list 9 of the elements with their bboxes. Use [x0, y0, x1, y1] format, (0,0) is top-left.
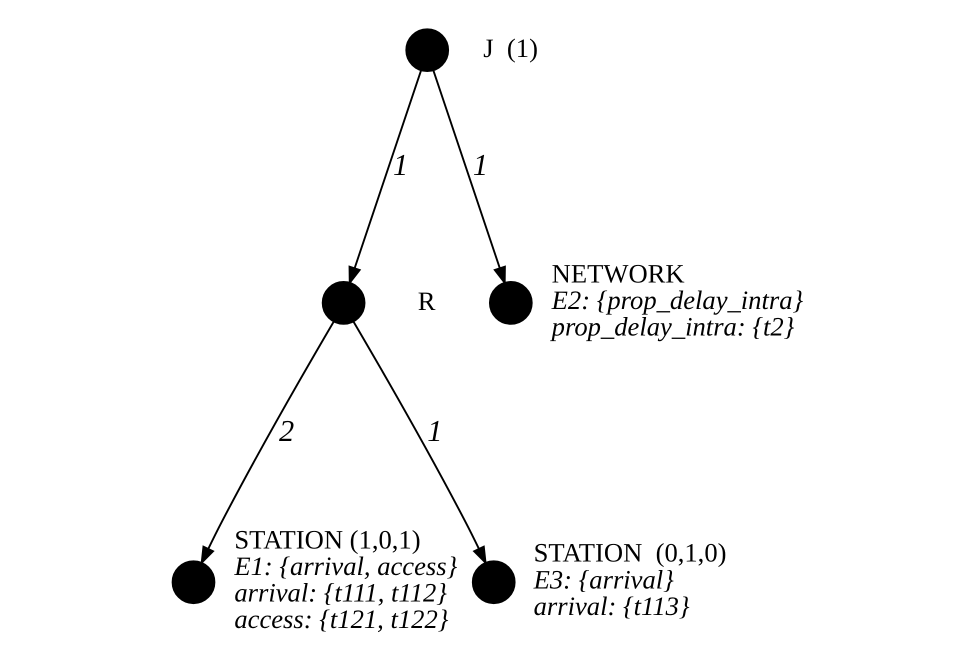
node-label: R [418, 286, 436, 316]
edge-label: 1 [472, 148, 488, 182]
node-label: J (1) [483, 33, 538, 64]
node-label: STATION (0,1,0) [534, 538, 727, 568]
node-label: arrival: {t113} [534, 590, 690, 621]
edge-label: 1 [427, 414, 442, 448]
edge-label: 1 [393, 148, 408, 182]
edge-label: 2 [279, 414, 294, 448]
node-label: STATION (1,0,1) [234, 524, 421, 554]
